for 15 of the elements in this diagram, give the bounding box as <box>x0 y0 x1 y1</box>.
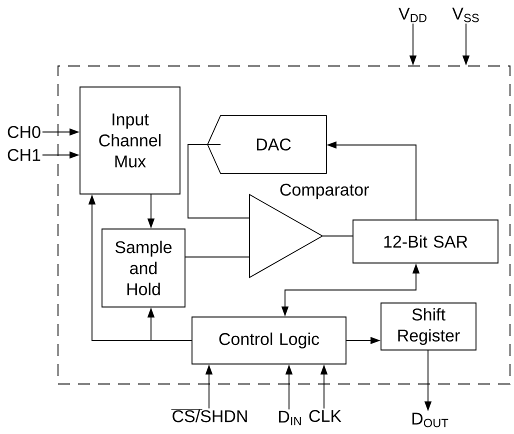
block-box: 12-Bit SAR <box>352 220 498 264</box>
node-label: Comparator <box>280 184 369 200</box>
block-box: Sample and Hold <box>102 228 186 308</box>
pin-label: CLK <box>309 410 342 422</box>
pin-label: D$_{IN}$ <box>279 410 301 426</box>
block-box: Shift Register <box>380 302 476 350</box>
block-box: Input Channel Mux <box>80 86 180 194</box>
pin-label: CS/SHDN <box>170 408 247 422</box>
dac-block: DAC <box>207 115 327 174</box>
pin-label: V$_{DD}$ <box>398 8 426 22</box>
pin-label: V$_{SS}$ <box>452 8 479 22</box>
block-box: Control Logic <box>192 316 346 364</box>
pin-label: CH1 <box>8 148 40 162</box>
pin-label: D$_{OUT}$ <box>412 412 448 428</box>
pin-label: CH0 <box>8 126 40 138</box>
